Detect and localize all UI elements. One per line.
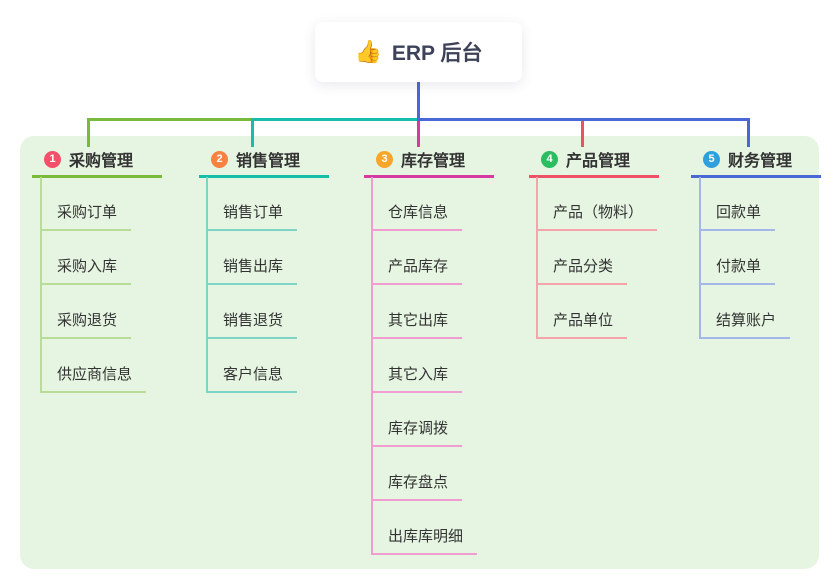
child-node[interactable]: 结算账户 <box>699 311 791 339</box>
branch-node-purchase[interactable]: 1 采购管理 <box>32 147 162 178</box>
branch-number-badge: 4 <box>541 150 558 168</box>
child-node[interactable]: 产品（物料） <box>536 203 658 231</box>
branch-label: 产品管理 <box>566 153 631 170</box>
bus-line-sales <box>251 118 417 121</box>
child-node[interactable]: 客户信息 <box>206 365 298 393</box>
child-node[interactable]: 仓库信息 <box>371 203 463 231</box>
child-node[interactable]: 采购入库 <box>40 257 132 285</box>
drop-line-purchase <box>87 118 90 147</box>
branch-label: 销售管理 <box>236 153 301 170</box>
drop-line-finance <box>747 118 750 147</box>
child-node[interactable]: 销售订单 <box>206 203 298 231</box>
child-node[interactable]: 其它入库 <box>371 365 463 393</box>
drop-line-product <box>581 121 584 147</box>
trunk-line-sales <box>206 177 208 393</box>
child-node[interactable]: 出库库明细 <box>371 527 478 555</box>
branch-node-inventory[interactable]: 3 库存管理 <box>364 147 494 178</box>
root-connector-line <box>417 82 420 119</box>
branch-label: 财务管理 <box>728 153 793 170</box>
drop-line-sales <box>251 118 254 147</box>
child-node[interactable]: 库存调拨 <box>371 419 463 447</box>
child-node[interactable]: 销售退货 <box>206 311 298 339</box>
bus-line-right <box>417 118 750 121</box>
trunk-line-inventory <box>371 177 373 555</box>
child-node[interactable]: 供应商信息 <box>40 365 147 393</box>
trunk-line-purchase <box>40 177 42 393</box>
child-node[interactable]: 库存盘点 <box>371 473 463 501</box>
root-node-erp[interactable]: 👍 ERP 后台 <box>315 22 522 82</box>
child-node[interactable]: 其它出库 <box>371 311 463 339</box>
trunk-line-product <box>536 177 538 339</box>
branch-node-product[interactable]: 4 产品管理 <box>529 147 659 178</box>
child-node[interactable]: 采购退货 <box>40 311 132 339</box>
branch-label: 采购管理 <box>69 153 134 170</box>
child-node[interactable]: 产品库存 <box>371 257 463 285</box>
branch-number-badge: 3 <box>376 150 393 168</box>
trunk-line-finance <box>699 177 701 339</box>
branch-node-finance[interactable]: 5 财务管理 <box>691 147 821 178</box>
drop-line-inventory <box>417 121 420 147</box>
branch-node-sales[interactable]: 2 销售管理 <box>199 147 329 178</box>
bus-line-purchase <box>87 118 251 121</box>
mindmap-panel <box>20 136 819 569</box>
branch-number-badge: 5 <box>703 150 720 168</box>
branch-label: 库存管理 <box>401 153 466 170</box>
child-node[interactable]: 产品分类 <box>536 257 628 285</box>
child-node[interactable]: 回款单 <box>699 203 776 231</box>
thumbs-up-icon: 👍 <box>354 39 382 64</box>
child-node[interactable]: 销售出库 <box>206 257 298 285</box>
child-node[interactable]: 采购订单 <box>40 203 132 231</box>
child-node[interactable]: 产品单位 <box>536 311 628 339</box>
branch-number-badge: 2 <box>211 150 228 168</box>
branch-number-badge: 1 <box>44 150 61 168</box>
child-node[interactable]: 付款单 <box>699 257 776 285</box>
root-node-label: ERP 后台 <box>391 42 483 65</box>
